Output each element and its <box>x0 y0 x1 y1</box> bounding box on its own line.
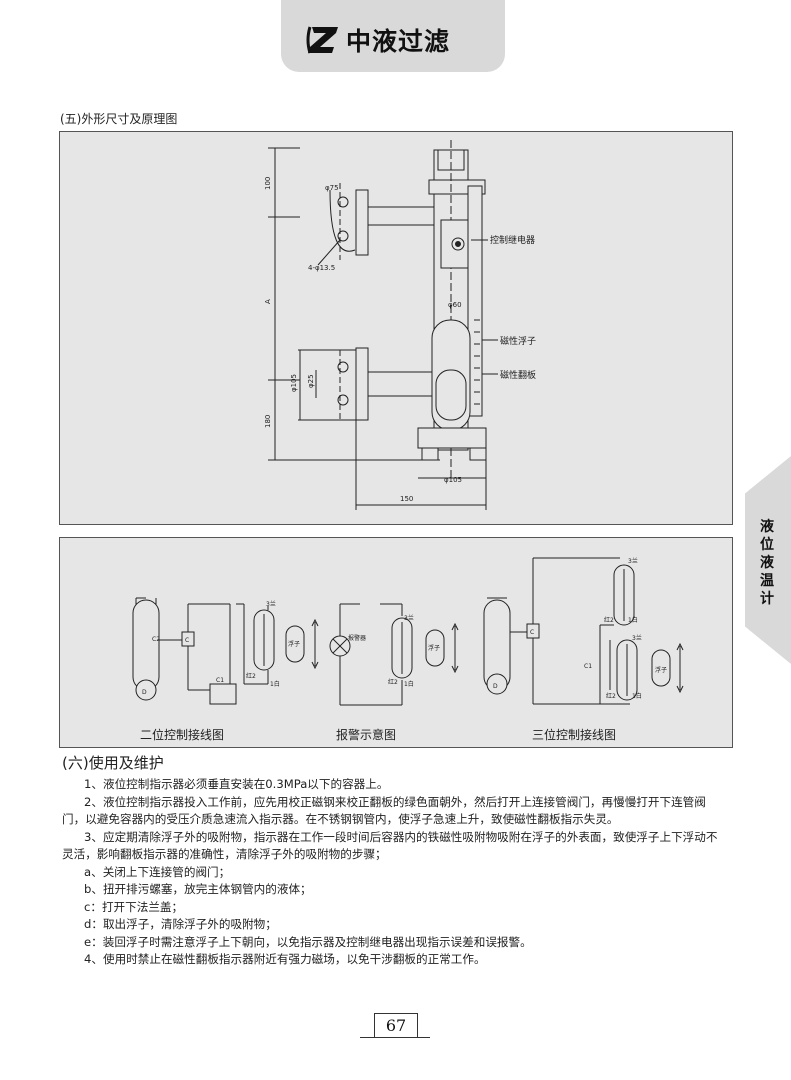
paragraph-4: 4、使用时禁止在磁性翻板指示器附近有强力磁场，以免干涉翻板的正常工作。 <box>84 952 486 966</box>
dim-a-label: A <box>264 299 272 304</box>
motor-d-label-2: D <box>493 683 498 690</box>
red-label-4: 红2 <box>606 692 616 700</box>
logo-mark-icon <box>306 26 338 54</box>
float-label-3: 浮子 <box>655 666 667 674</box>
step-c: c：打开下法兰盖； <box>84 899 184 914</box>
white-label-2: 1白 <box>404 680 414 688</box>
step-a: a、关闭上下连接管的阀门； <box>84 864 231 879</box>
dim-150-label: 150 <box>400 495 413 503</box>
dimension-drawing-panel <box>59 131 733 525</box>
float-label-2: 浮子 <box>428 644 440 652</box>
step-b: b、扭开排污螺塞，放完主体钢管内的液体； <box>84 882 312 896</box>
paragraph-1: 1、液位控制指示器必须垂直安装在0.3MPa以下的容器上。 <box>84 777 389 791</box>
dim-180-label: 180 <box>264 415 272 428</box>
dim-phi105-bottom-label: φ105 <box>444 476 462 484</box>
brand-name: 中液过滤 <box>346 27 451 56</box>
dim-phi75-label: φ75 <box>325 184 339 192</box>
red-label-2: 红2 <box>388 678 398 686</box>
white-label-1: 1白 <box>270 680 280 688</box>
contactor-c-label-2: C <box>530 629 534 636</box>
c2-label: C2 <box>152 636 160 643</box>
brand-logo: 中液过滤 <box>306 22 450 58</box>
blue-label-4: 3兰 <box>632 634 642 642</box>
blue-label-2: 3兰 <box>404 614 414 622</box>
side-category-label: 液位液温计 <box>760 519 774 607</box>
c1-label-2: C1 <box>584 663 592 670</box>
alarm-device-label: 报警器 <box>348 634 366 642</box>
dim-phi105-left-label: φ105 <box>290 374 298 392</box>
float-label-1: 浮子 <box>288 640 300 648</box>
step-e: e：装回浮子时需注意浮子上下朝向，以免指示器及控制继电器出现指示误差和误报警。 <box>84 934 532 949</box>
paragraph-2: 2、液位控制指示器投入工作前，应先用校正磁钢来校正翻板的绿色面朝外，然后打开上连… <box>62 794 706 827</box>
contactor-c-label-1: C <box>185 637 189 644</box>
caption-two-position: 二位控制接线图 <box>140 728 225 742</box>
page-number-rule <box>360 1037 430 1038</box>
control-relay-label: 控制继电器 <box>490 234 535 246</box>
step-d: d：取出浮子，清除浮子外的吸附物； <box>84 917 277 931</box>
white-label-3: 1白 <box>628 616 638 624</box>
section-6-body: 1、液位控制指示器必须垂直安装在0.3MPa以下的容器上。 2、液位控制指示器投… <box>62 776 726 969</box>
header-tab <box>281 0 505 72</box>
blue-label-1: 3兰 <box>266 600 276 608</box>
dim-phi25-label: φ25 <box>307 374 315 388</box>
section-6-heading: (六)使用及维护 <box>62 754 164 772</box>
motor-d-label-1: D <box>142 689 147 696</box>
dim-4phi135-label: 4-φ13.5 <box>308 264 335 272</box>
red-label-1: 红2 <box>246 672 256 680</box>
section-5-heading: (五)外形尺寸及原理图 <box>60 112 178 126</box>
white-label-4: 1白 <box>632 692 642 700</box>
c1-label-1: C1 <box>216 677 224 684</box>
paragraph-3: 3、应定期清除浮子外的吸附物，指示器在工作一段时间后容器内的铁磁性吸附物吸附在浮… <box>62 829 718 862</box>
blue-label-3: 3兰 <box>628 557 638 565</box>
magnetic-flap-label: 磁性翻板 <box>500 369 536 381</box>
dim-100-label: 100 <box>264 177 272 190</box>
page-number: 67 <box>374 1013 418 1038</box>
dim-phi60-label: φ60 <box>448 301 462 309</box>
side-category-tab <box>745 456 791 664</box>
caption-three-position: 三位控制接线图 <box>532 728 617 742</box>
magnetic-float-label: 磁性浮子 <box>500 335 536 347</box>
red-label-3: 红2 <box>604 616 614 624</box>
caption-alarm: 报警示意图 <box>336 728 397 742</box>
